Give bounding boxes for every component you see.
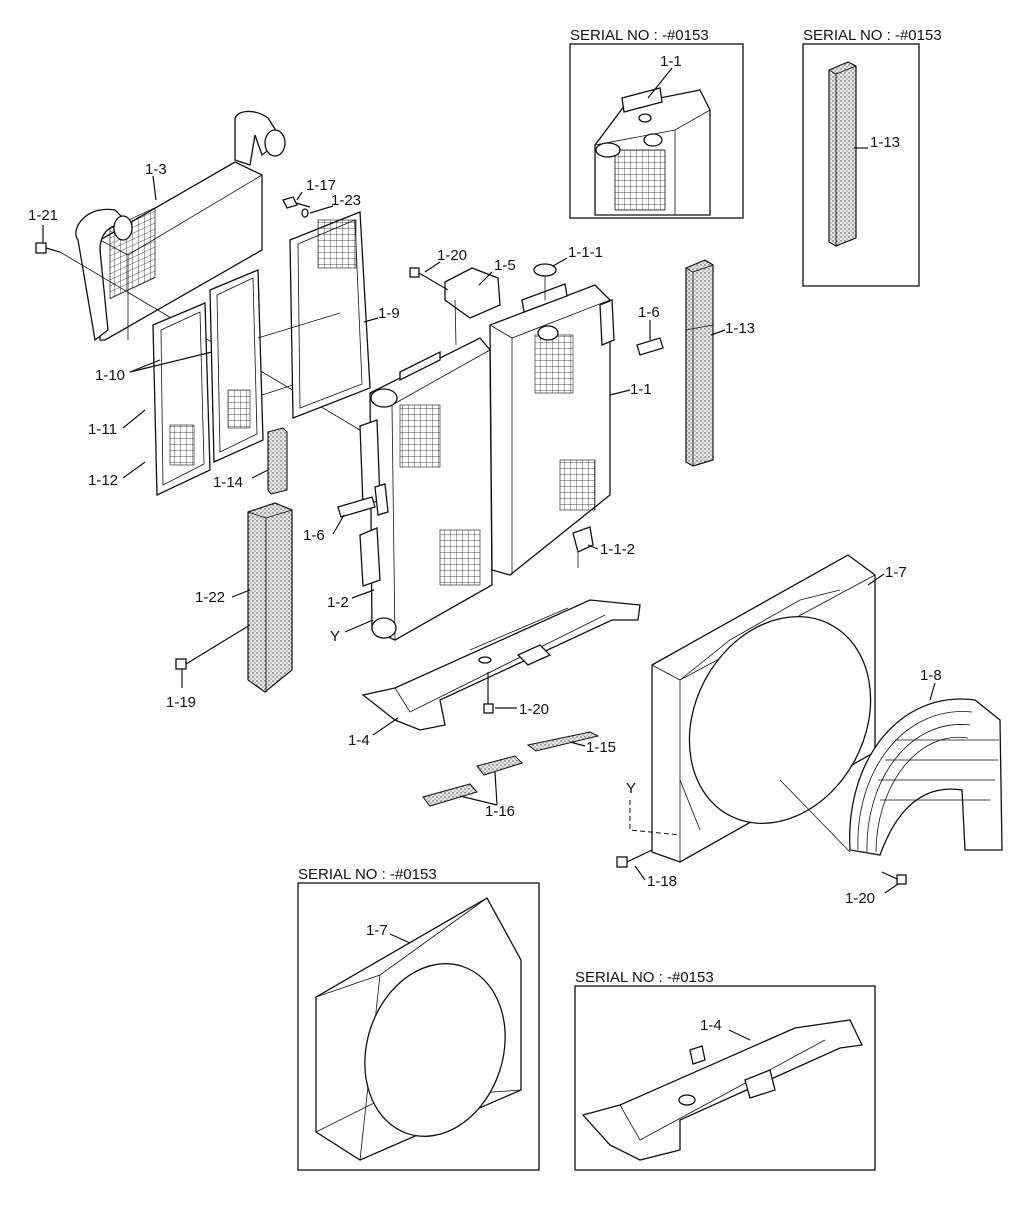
bracket-1-5: 1-5: [444, 257, 516, 346]
label-y-2: Y: [626, 780, 636, 797]
fanguard-1-8: 1-8: [849, 667, 1003, 856]
screen-1-9: 1-9: [289, 211, 400, 419]
oilcooler-1-2: 1-2 Y: [327, 337, 493, 645]
radiator-1-1: 1-1: [489, 283, 652, 576]
inset-radiator-label: 1-1: [660, 53, 682, 70]
inset-shroud-label: 1-7: [366, 922, 388, 939]
label-1-5: 1-5: [494, 257, 516, 274]
bolt-1-20-bottom: 1-20: [845, 871, 907, 907]
inset-bracket: SERIAL NO : -#0153 1-4: [574, 969, 876, 1171]
sponge-1-22: 1-22: [195, 502, 293, 693]
bracket-1-6-right: 1-6: [636, 304, 664, 356]
shroud-1-7: 1-7 Y: [626, 554, 907, 863]
label-1-1-2: 1-1-2: [600, 541, 635, 558]
label-1-15: 1-15: [586, 739, 616, 756]
label-1-10: 1-10: [95, 367, 125, 384]
label-1-16: 1-16: [485, 803, 515, 820]
panels-1-10: 1-10 1-11 1-12: [88, 269, 341, 497]
inset-shroud: SERIAL NO : -#0153 1-7: [297, 866, 540, 1171]
bracket-1-6-left: 1-6: [303, 483, 389, 544]
label-1-22: 1-22: [195, 589, 225, 606]
wingnut-1-17: 1-17 1-23: [282, 177, 361, 218]
inset-shroud-title: SERIAL NO : -#0153: [298, 866, 437, 883]
label-1-21: 1-21: [28, 207, 58, 224]
inset-bracket-label: 1-4: [700, 1017, 722, 1034]
bolt-1-20-top: 1-20: [409, 247, 467, 291]
label-1-1: 1-1: [630, 381, 652, 398]
plug-1-1-2: 1-1-2: [572, 526, 635, 568]
label-1-3: 1-3: [145, 161, 167, 178]
bolt-1-20-mid: 1-20: [483, 672, 549, 718]
label-1-19: 1-19: [166, 694, 196, 711]
label-1-11: 1-11: [88, 421, 117, 438]
label-y-1: Y: [330, 628, 340, 645]
sponge-1-13: 1-13: [685, 259, 755, 467]
label-1-14: 1-14: [213, 474, 243, 491]
inset-sponge: SERIAL NO : -#0153 1-13: [802, 27, 942, 287]
label-1-6-left: 1-6: [303, 527, 325, 544]
bracket-1-4: 1-4: [348, 599, 641, 749]
label-1-13: 1-13: [725, 320, 755, 337]
label-1-20-mid: 1-20: [519, 701, 549, 718]
inset-bracket-title: SERIAL NO : -#0153: [575, 969, 714, 986]
sponges-1-15-1-16: 1-15 1-16: [422, 731, 616, 820]
label-1-17: 1-17: [306, 177, 336, 194]
inset-sponge-label: 1-13: [870, 134, 900, 151]
bolt-1-19: 1-19: [166, 624, 251, 711]
label-1-9: 1-9: [378, 305, 400, 322]
label-1-4: 1-4: [348, 732, 370, 749]
intercooler-part: [75, 110, 286, 342]
sponge-1-14: 1-14: [213, 427, 288, 495]
label-1-2: 1-2: [327, 594, 349, 611]
label-1-20-bottom: 1-20: [845, 890, 875, 907]
cap-1-1-1: 1-1-1: [533, 244, 603, 300]
label-1-18: 1-18: [647, 873, 677, 890]
label-1-20-top: 1-20: [437, 247, 467, 264]
inset-radiator-title: SERIAL NO : -#0153: [570, 27, 709, 44]
inset-radiator: SERIAL NO : -#0153 1-1: [569, 27, 744, 219]
label-1-23: 1-23: [331, 192, 361, 209]
label-1-1-1: 1-1-1: [568, 244, 603, 261]
label-1-12: 1-12: [88, 472, 118, 489]
label-1-7: 1-7: [885, 564, 907, 581]
bolt-1-18: 1-18: [616, 849, 677, 890]
inset-sponge-title: SERIAL NO : -#0153: [803, 27, 942, 44]
label-1-6-right: 1-6: [638, 304, 660, 321]
label-1-8: 1-8: [920, 667, 942, 684]
